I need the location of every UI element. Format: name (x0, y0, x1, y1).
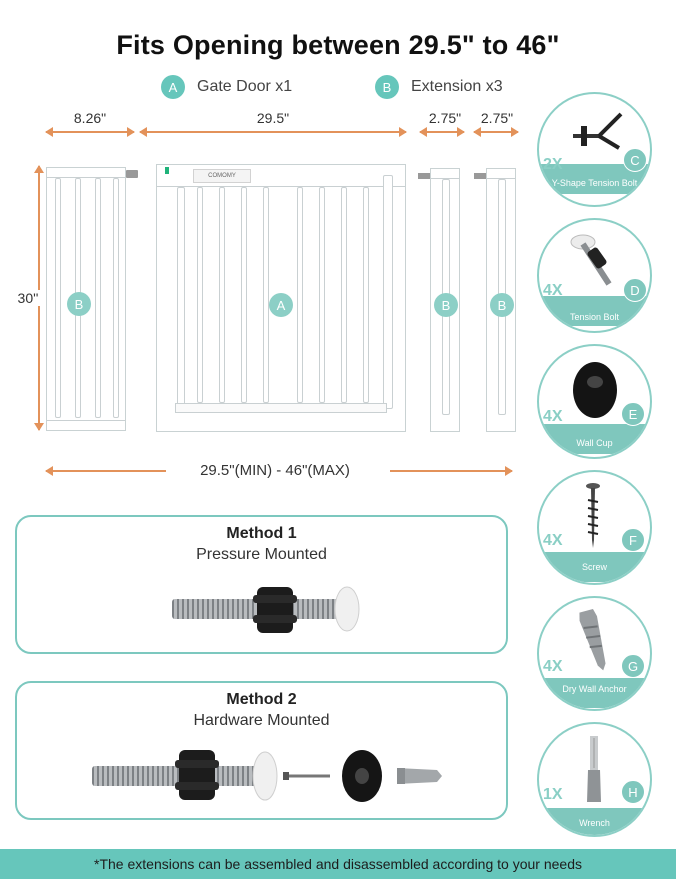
legend-gate-door: A Gate Door x1 (161, 74, 292, 100)
extension-panel-small-2: B (486, 168, 516, 432)
dim-arrow-extension-small-1 (419, 127, 465, 137)
tension-bolt-icon (570, 234, 612, 286)
dim-total: 29.5"(MIN) - 46"(MAX) (200, 462, 350, 479)
dim-arrow-gate (139, 127, 407, 137)
part-wall-cup: 4X E Wall Cup (537, 344, 652, 459)
y-shape-bolt-icon (573, 112, 623, 150)
connector-bolt-3 (474, 173, 486, 179)
extension-panel-small-1: B (430, 168, 460, 432)
connector-bolt-2 (418, 173, 430, 179)
method-2-title: Method 2 (226, 691, 297, 708)
page-title: Fits Opening between 29.5" to 46" (116, 30, 560, 60)
dim-extension-small-1: 2.75" (428, 110, 462, 126)
legend-badge-a: A (161, 75, 185, 99)
extension-panel-large: B (46, 167, 126, 431)
part-f-name: Screw (581, 562, 607, 572)
method-2-subtitle: Hardware Mounted (193, 712, 330, 729)
method-1-subtitle: Pressure Mounted (196, 546, 327, 563)
brand-plate: COMOMY (193, 169, 251, 183)
dim-gate-width: 29.5" (256, 110, 290, 126)
screw-icon (586, 483, 600, 548)
anchor-icon (579, 608, 606, 671)
part-dry-wall-anchor: 4X G Dry Wall Anchor (537, 596, 652, 711)
dim-arrow-total-right (390, 466, 513, 476)
part-g-qty: 4X (543, 658, 563, 675)
label-extension-b3: B (490, 293, 514, 317)
part-tension-bolt: 4X D Tension Bolt (537, 218, 652, 333)
method-1-title: Method 1 (226, 525, 297, 542)
method-2-box: Method 2 Hardware Mounted (15, 681, 508, 820)
part-d-qty: 4X (543, 282, 563, 299)
part-e-name: Wall Cup (576, 438, 613, 448)
part-c-letter: C (623, 148, 647, 172)
part-f-letter: F (621, 528, 645, 552)
part-wrench: 1X H Wrench (537, 722, 652, 837)
legend-badge-b: B (375, 75, 399, 99)
part-screw: 4X F Screw (537, 470, 652, 585)
part-h-name: Wrench (579, 818, 610, 828)
part-e-qty: 4X (543, 408, 563, 425)
wrench-icon (587, 736, 601, 802)
status-indicator (165, 167, 169, 174)
part-g-letter: G (621, 654, 645, 678)
legend-label-a: Gate Door x1 (197, 78, 293, 95)
part-d-letter: D (623, 278, 647, 302)
part-c-name: Y-Shape Tension Bolt (551, 178, 638, 188)
pressure-bolt-icon (172, 586, 360, 633)
dim-arrow-extension-large (45, 127, 135, 137)
part-g-name: Dry Wall Anchor (562, 684, 627, 694)
part-f-qty: 4X (543, 532, 563, 549)
legend-extension: B Extension x3 (375, 74, 503, 100)
method-1-box: Method 1 Pressure Mounted (15, 515, 508, 654)
connector-bolt-1 (126, 170, 138, 178)
label-extension-b2: B (434, 293, 458, 317)
legend-label-b: Extension x3 (411, 78, 503, 95)
dim-extension-large: 8.26" (73, 110, 107, 126)
dim-height: 30'' (8, 290, 48, 306)
part-y-shape-bolt: 2X C Y-Shape Tension Bolt (537, 92, 652, 207)
part-d-name: Tension Bolt (569, 312, 620, 322)
wall-cup-icon (573, 362, 617, 418)
part-e-letter: E (621, 402, 645, 426)
label-gate-a: A (269, 293, 293, 317)
hardware-kit-icon (92, 750, 442, 802)
dim-arrow-extension-small-2 (473, 127, 519, 137)
dim-extension-small-2: 2.75" (480, 110, 514, 126)
part-h-qty: 1X (543, 786, 563, 803)
part-h-letter: H (621, 780, 645, 804)
footer-note: *The extensions can be assembled and dis… (0, 849, 676, 879)
label-extension-b1: B (67, 292, 91, 316)
gate-door-panel: COMOMY A (156, 164, 406, 432)
part-c-qty: 2X (543, 156, 563, 173)
dim-arrow-total-left (45, 466, 166, 476)
